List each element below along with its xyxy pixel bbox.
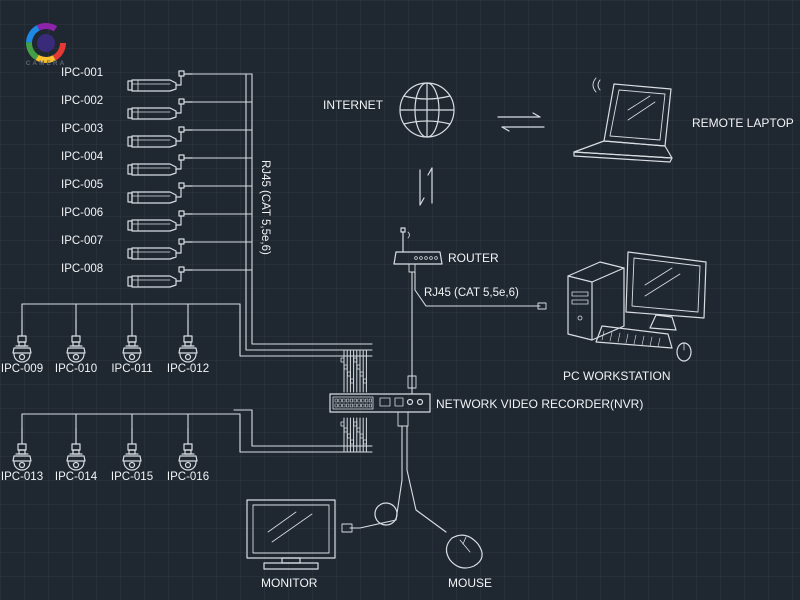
camera-label: IPC-010: [54, 363, 98, 375]
logo-text: CAMERA: [25, 60, 67, 67]
globe-icon: [399, 82, 455, 138]
camera-label: IPC-003: [61, 123, 104, 135]
bullet-camera-icon: [127, 154, 193, 176]
dome-camera-icon: [66, 427, 86, 471]
nvr-icon: [329, 393, 431, 427]
bullet-camera-icon: [127, 210, 193, 232]
dome-camera-icon: [178, 319, 198, 363]
camera-label: IPC-002: [61, 95, 104, 107]
camera-label: IPC-016: [166, 471, 210, 483]
dome-camera-icon: [178, 427, 198, 471]
rj45-router-label: RJ45 (CAT 5,5e,6): [424, 287, 519, 299]
nvr-label: NETWORK VIDEO RECORDER(NVR): [436, 397, 644, 411]
camera-label: IPC-004: [61, 151, 104, 163]
dome-camera-icon: [66, 319, 86, 363]
pc-workstation-label: PC WORKSTATION: [563, 369, 671, 383]
bullet-camera-icon: [127, 98, 193, 120]
monitor-icon: [246, 425, 403, 570]
pc-workstation-icon: [567, 251, 707, 362]
bullet-camera-icon: [127, 266, 193, 288]
camera-label: IPC-007: [61, 235, 104, 247]
camera-label: IPC-011: [111, 363, 153, 375]
monitor-label: MONITOR: [261, 576, 318, 590]
camera-label: IPC-006: [61, 207, 104, 219]
camera-logo-icon: [26, 23, 66, 63]
router-icon: [393, 227, 547, 395]
dome-camera-icon: [122, 319, 142, 363]
patch-cable-bundle: [340, 349, 367, 453]
dome-camera-icon: [12, 319, 32, 363]
camera-wires: [21, 73, 373, 453]
camera-label: IPC-015: [110, 471, 154, 483]
mouse-icon: [406, 425, 483, 569]
mouse-label: MOUSE: [448, 576, 493, 590]
bullet-camera-icon: [127, 238, 193, 260]
dome-camera-icon: [122, 427, 142, 471]
camera-label: IPC-014: [54, 471, 98, 483]
camera-label: IPC-005: [61, 179, 104, 191]
bidirectional-arrows-icon: [419, 112, 545, 206]
camera-label: IPC-001: [61, 67, 104, 79]
remote-laptop-label: REMOTE LAPTOP: [692, 116, 794, 130]
bullet-camera-icon: [127, 126, 193, 148]
bullet-camera-icon: [127, 182, 193, 204]
camera-label: IPC-013: [0, 471, 44, 483]
dome-camera-icon: [12, 427, 32, 471]
camera-label: IPC-012: [166, 363, 210, 375]
router-label: ROUTER: [448, 251, 499, 265]
rj45-vertical-label: RJ45 (CAT 5,5e,6): [259, 160, 271, 255]
bullet-camera-icon: [127, 70, 193, 92]
camera-label: IPC-009: [0, 363, 44, 375]
laptop-icon: [573, 77, 673, 163]
internet-label: INTERNET: [323, 98, 383, 112]
camera-label: IPC-008: [61, 263, 104, 275]
